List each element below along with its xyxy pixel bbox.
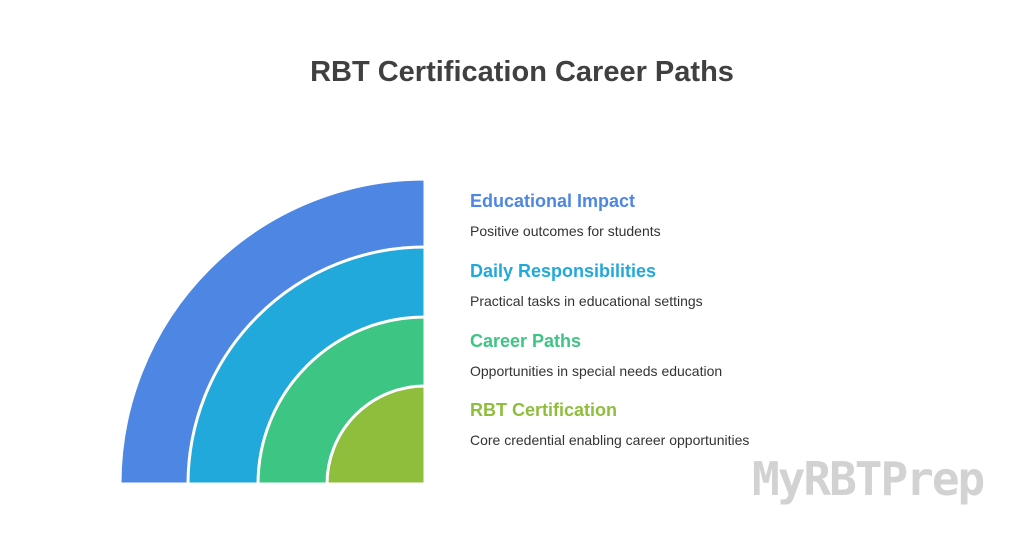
layer-item-career-paths: Career Paths Opportunities in special ne…: [470, 330, 890, 380]
layer-item-educational-impact: Educational Impact Positive outcomes for…: [470, 190, 890, 240]
arc-rbt-certification: [325, 384, 427, 486]
layer-description: Positive outcomes for students: [470, 223, 661, 239]
layer-title: RBT Certification: [470, 400, 618, 420]
layer-title: Daily Responsibilities: [470, 261, 657, 281]
layer-description: Practical tasks in educational settings: [470, 293, 703, 309]
layer-title: Educational Impact: [470, 191, 636, 211]
watermark-logo: MyRBTPrep: [752, 452, 985, 506]
layer-description: Core credential enabling career opportun…: [470, 432, 750, 448]
layer-item-rbt-certification: RBT Certification Core credential enabli…: [470, 399, 890, 449]
layer-title: Career Paths: [470, 331, 582, 351]
layer-item-daily-responsibilities: Daily Responsibilities Practical tasks i…: [470, 260, 890, 310]
layer-description: Opportunities in special needs education: [470, 363, 723, 379]
page-title: RBT Certification Career Paths: [310, 56, 734, 88]
